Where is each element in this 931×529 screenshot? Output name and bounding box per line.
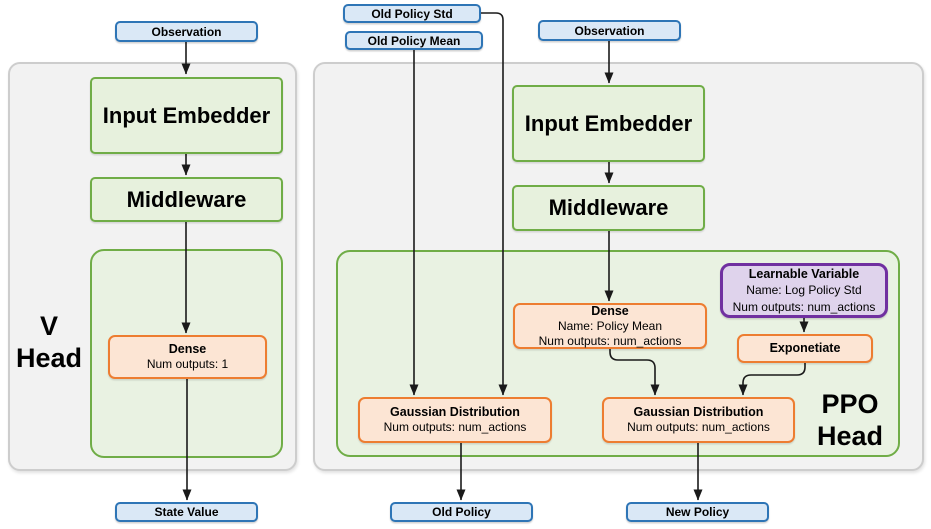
block-learnable-variable: Learnable Variable Name: Log Policy Std …: [720, 263, 888, 318]
v-head-label-line1: V: [39, 311, 58, 341]
input-node-observation-v: Observation: [115, 21, 258, 42]
block-num-outputs: Num outputs: 1: [146, 357, 229, 371]
output-node-state-value: State Value: [115, 502, 258, 522]
block-num-outputs: Num outputs: num_actions: [538, 333, 682, 348]
block-label: Middleware: [126, 186, 247, 212]
block-title: Exponetiate: [769, 341, 841, 355]
block-input-embedder-ppo: Input Embedder: [512, 85, 705, 162]
block-input-embedder-v: Input Embedder: [90, 77, 283, 154]
input-node-label: Observation: [151, 24, 222, 39]
block-name: Name: Log Policy Std: [746, 282, 862, 297]
block-middleware-ppo: Middleware: [512, 185, 705, 231]
block-num-outputs: Num outputs: num_actions: [383, 420, 527, 434]
output-node-old-policy: Old Policy: [390, 502, 533, 522]
output-node-label: Old Policy: [432, 505, 491, 519]
block-label: Input Embedder: [102, 102, 271, 128]
input-node-old-policy-std: Old Policy Std: [343, 4, 481, 23]
block-title: Dense: [168, 342, 207, 356]
block-title: Gaussian Distribution: [390, 405, 520, 419]
block-title: Dense: [591, 303, 629, 318]
block-dense-policy-mean: Dense Name: Policy Mean Num outputs: num…: [513, 303, 707, 349]
input-node-label: Old Policy Mean: [367, 33, 461, 48]
block-num-outputs: Num outputs: num_actions: [627, 420, 770, 434]
ppo-head-label: PPO Head: [797, 388, 903, 452]
block-label: Input Embedder: [524, 110, 693, 136]
block-title: Learnable Variable: [748, 266, 860, 281]
block-dense-v: Dense Num outputs: 1: [108, 335, 267, 379]
block-gaussian-distribution-new: Gaussian Distribution Num outputs: num_a…: [602, 397, 795, 443]
input-node-label: Observation: [574, 23, 645, 38]
input-node-old-policy-mean: Old Policy Mean: [345, 31, 483, 50]
v-head-label-line2: Head: [15, 343, 83, 373]
block-num-outputs: Num outputs: num_actions: [732, 299, 876, 314]
output-node-new-policy: New Policy: [626, 502, 769, 522]
block-middleware-v: Middleware: [90, 177, 283, 222]
block-name: Name: Policy Mean: [557, 318, 663, 333]
ppo-head-label-line1: PPO: [821, 389, 879, 419]
ppo-head-label-line2: Head: [816, 421, 884, 451]
block-label: Middleware: [548, 195, 669, 220]
output-node-label: New Policy: [665, 505, 730, 519]
block-exponetiate: Exponetiate: [737, 334, 873, 363]
block-title: Gaussian Distribution: [633, 405, 764, 419]
input-node-label: Old Policy Std: [371, 6, 453, 21]
output-node-label: State Value: [154, 505, 219, 519]
block-gaussian-distribution-old: Gaussian Distribution Num outputs: num_a…: [358, 397, 552, 443]
v-head-label: V Head: [8, 310, 90, 374]
input-node-observation-ppo: Observation: [538, 20, 681, 41]
